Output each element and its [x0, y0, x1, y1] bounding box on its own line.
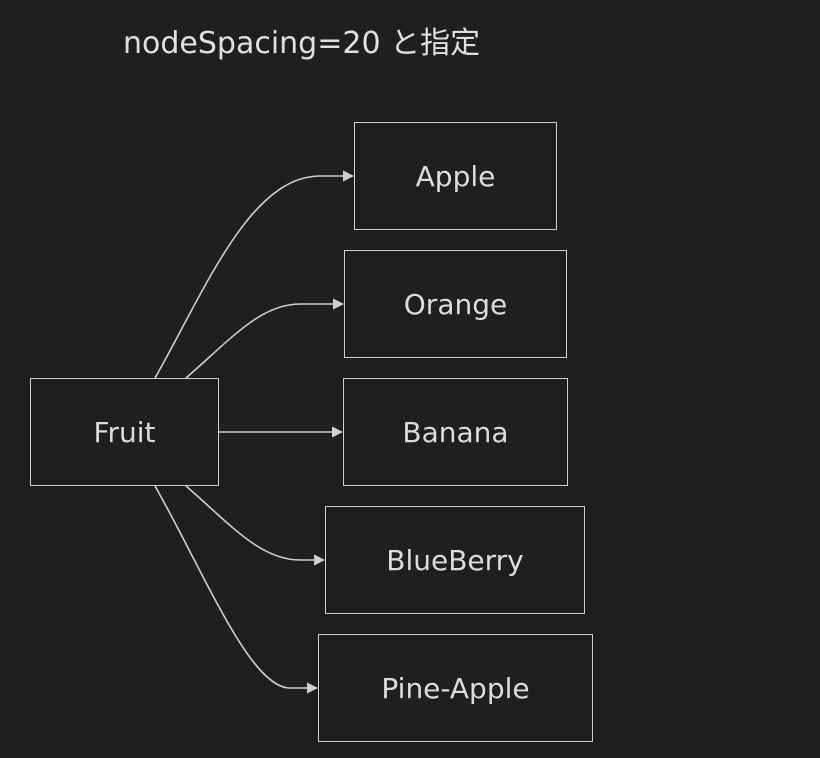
- node-apple[interactable]: Apple: [354, 122, 557, 230]
- node-orange-label: Orange: [403, 287, 508, 321]
- node-banana[interactable]: Banana: [343, 378, 568, 486]
- edge-fruit-apple: [154, 170, 355, 379]
- node-pineapple[interactable]: Pine-Apple: [318, 634, 593, 742]
- diagram-title: nodeSpacing=20 と指定: [123, 26, 481, 61]
- node-orange[interactable]: Orange: [344, 250, 567, 358]
- node-blueberry-label: BlueBerry: [386, 543, 524, 577]
- node-apple-label: Apple: [415, 159, 496, 193]
- node-banana-label: Banana: [402, 415, 509, 449]
- node-blueberry[interactable]: BlueBerry: [325, 506, 585, 614]
- edge-fruit-blueberry: [185, 485, 326, 566]
- node-pineapple-label: Pine-Apple: [381, 671, 530, 705]
- node-fruit-label: Fruit: [93, 415, 156, 449]
- edge-fruit-orange: [185, 298, 345, 379]
- edge-fruit-pineapple: [154, 485, 319, 694]
- node-fruit[interactable]: Fruit: [30, 378, 219, 486]
